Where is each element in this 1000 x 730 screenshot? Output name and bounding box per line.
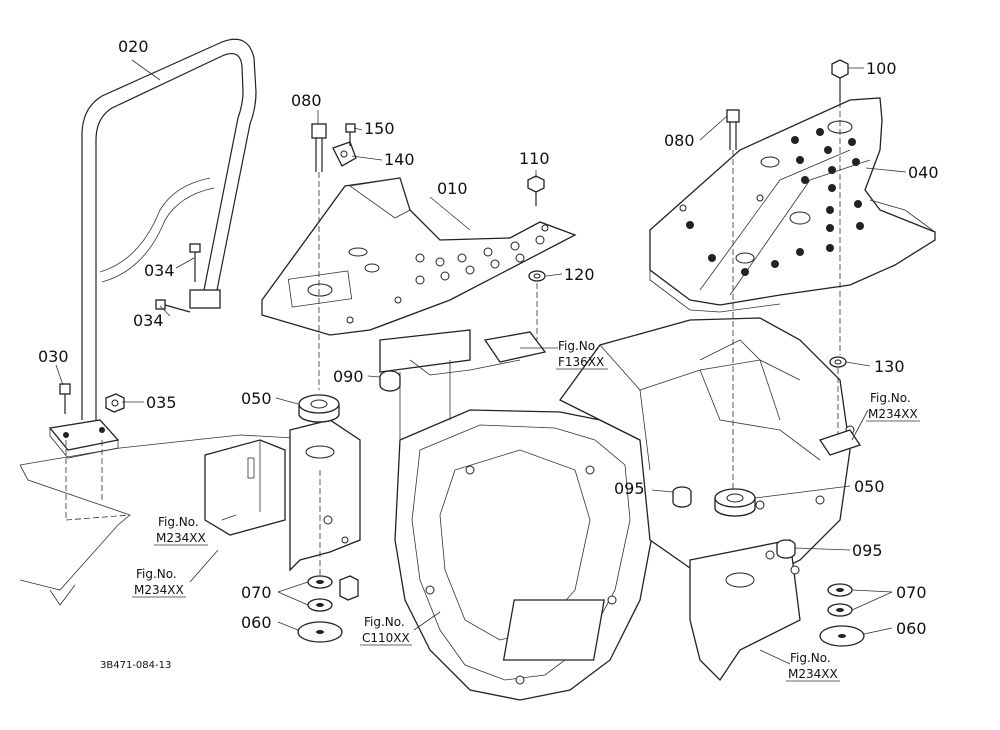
bolt-100-icon [831, 59, 849, 355]
nut-bracket-left [339, 575, 359, 601]
roll-bar-foot-bracket [189, 289, 221, 309]
label-035: 035 [146, 393, 177, 412]
floor-outline [19, 434, 331, 606]
drawing-code: 3B471-084-13 [100, 660, 171, 671]
svg-text:Fig.No.: Fig.No. [364, 615, 405, 629]
svg-text:Fig.No.: Fig.No. [790, 651, 831, 665]
rubber-mount-050-right [714, 488, 756, 517]
label-040: 040 [908, 163, 939, 182]
label-050-left: 050 [241, 389, 272, 408]
svg-text:M234XX: M234XX [788, 667, 838, 681]
label-060-right: 060 [896, 619, 927, 638]
label-100: 100 [866, 59, 897, 78]
figref-f136: Fig.No. F136XX [556, 339, 608, 370]
label-150: 150 [364, 119, 395, 138]
upper-linkage [379, 329, 547, 440]
svg-text:F136XX: F136XX [558, 355, 604, 369]
svg-text:Fig.No.: Fig.No. [870, 391, 911, 405]
label-020: 020 [118, 37, 149, 56]
transmission-housing [394, 317, 855, 701]
label-095-right: 095 [852, 541, 883, 560]
label-070-left: 070 [241, 583, 272, 602]
floor-plate-040 [649, 97, 936, 313]
washer-120-icon [528, 270, 546, 282]
side-bracket-right [818, 429, 862, 456]
label-060-left: 060 [241, 613, 272, 632]
svg-text:Fig.No.: Fig.No. [158, 515, 199, 529]
washer-060-left [297, 621, 343, 643]
bracket-140 [332, 141, 357, 167]
label-110: 110 [519, 149, 550, 168]
label-095-left: 095 [614, 479, 645, 498]
svg-text:M234XX: M234XX [134, 583, 184, 597]
bolt-034-upper-icon [189, 243, 201, 282]
svg-text:M234XX: M234XX [156, 531, 206, 545]
bolt-110-icon [527, 175, 545, 206]
figref-m234-right-upper: Fig.No. M234XX [866, 391, 920, 422]
part-number-labels: 020 030 034 034 035 080 150 140 010 110 … [38, 37, 939, 638]
washer-060-right [819, 625, 865, 647]
washer-070-right-a [827, 583, 853, 597]
bolt-034-lower-icon [155, 299, 191, 313]
svg-text:Fig.No.: Fig.No. [558, 339, 599, 353]
bushing-090-icon [379, 370, 401, 392]
figure-references: Fig.No. F136XX Fig.No. M234XX Fig.No. M2… [132, 339, 920, 682]
floor-plate-010 [261, 177, 577, 336]
bolt-030-icon [59, 383, 71, 414]
left-frame-bracket [204, 419, 361, 572]
label-050-right: 050 [854, 477, 885, 496]
label-010: 010 [437, 179, 468, 198]
figref-m234-bottom: Fig.No. M234XX [786, 651, 840, 682]
washer-130-icon [829, 356, 847, 368]
label-070-right: 070 [896, 583, 927, 602]
figref-m234-left-low: Fig.No. M234XX [132, 567, 186, 598]
label-130: 130 [874, 357, 905, 376]
label-120: 120 [564, 265, 595, 284]
nut-035-icon [105, 393, 125, 413]
svg-text:Fig.No.: Fig.No. [136, 567, 177, 581]
svg-text:C110XX: C110XX [362, 631, 410, 645]
roll-bar-frame [81, 38, 257, 420]
roll-bar-base-plate [48, 419, 120, 459]
washer-070-left-b [307, 598, 333, 612]
figref-m234-left-mid: Fig.No. M234XX [154, 515, 208, 546]
label-030: 030 [38, 347, 69, 366]
label-090: 090 [333, 367, 364, 386]
bushing-095-right-icon [776, 539, 796, 559]
svg-text:M234XX: M234XX [868, 407, 918, 421]
bushing-095-left-icon [672, 486, 692, 508]
label-140: 140 [384, 150, 415, 169]
label-034-upper: 034 [144, 261, 175, 280]
front-axle-bracket [502, 599, 605, 661]
washer-070-left-a [307, 575, 333, 589]
bolt-080-left-icon [311, 123, 327, 390]
label-080-right: 080 [664, 131, 695, 150]
leader-lines [55, 59, 907, 665]
washer-070-right-b [827, 603, 853, 617]
figref-c110: Fig.No. C110XX [360, 615, 412, 646]
rubber-mount-050-left [298, 394, 340, 423]
label-080-left: 080 [291, 91, 322, 110]
label-034-lower: 034 [133, 311, 164, 330]
